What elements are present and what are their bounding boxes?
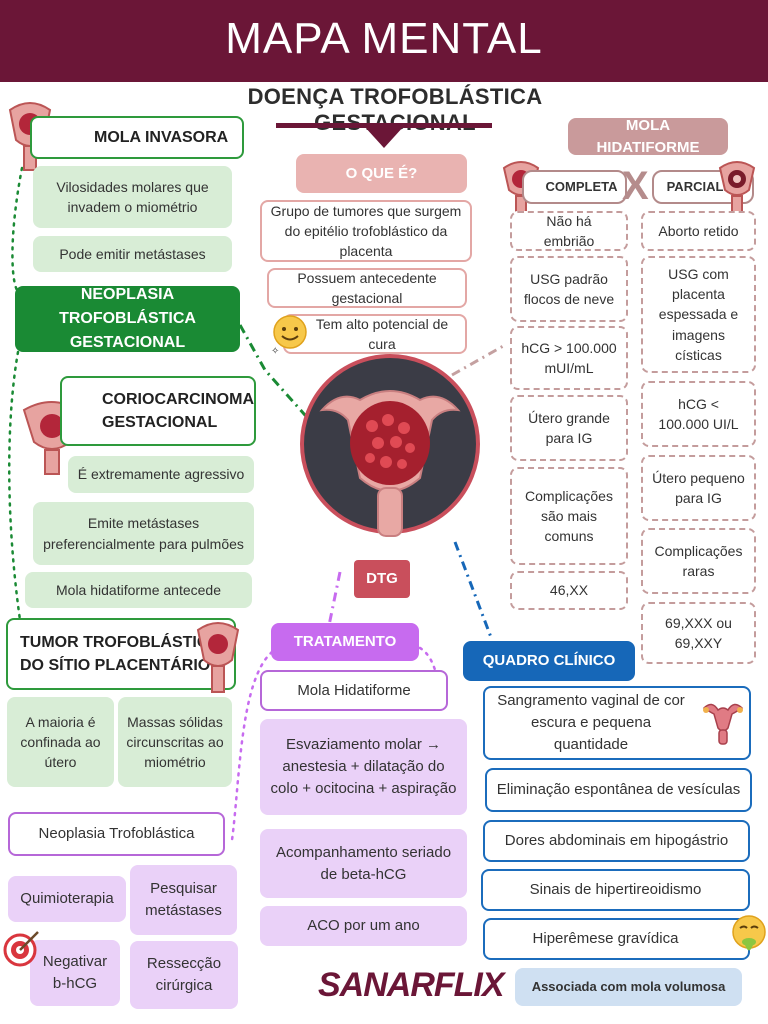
parcial-item: hCG < 100.000 UI/L [641, 381, 756, 447]
completa-item: Útero grande para IG [510, 395, 628, 461]
mola-invasora-item: Vilosidades molares que invadem o miomét… [33, 166, 232, 228]
tumor-sitio-item: A maioria é confinada ao útero [7, 697, 114, 787]
sanarflix-logo: SANARFLIX [318, 966, 505, 1004]
uterus-icon [196, 622, 240, 693]
quadro-clinico-item: Sangramento vaginal de cor escura e pequ… [483, 686, 751, 760]
page-subtitle: DOENÇA TROFOBLÁSTICA GESTACIONAL [247, 84, 543, 135]
down-arrow-icon [364, 126, 404, 148]
mola-invasora-item: Pode emitir metástases [33, 236, 232, 272]
dtg-label: DTG [354, 560, 410, 598]
coriocarcinoma-item: Emite metástases preferencialmente para … [33, 502, 254, 565]
x-separator: X [622, 164, 649, 208]
nauseated-face-icon [732, 915, 766, 951]
completa-item: Não há embrião [510, 211, 628, 251]
tratamento-item: Acompanhamento seriado de beta-hCG [260, 829, 467, 898]
neoplasia-banner: NEOPLASIA TROFOBLÁSTICA GESTACIONAL [15, 286, 240, 352]
coriocarcinoma-item: É extremamente agressivo [68, 456, 254, 493]
page-title: MAPA MENTAL [225, 14, 543, 63]
target-icon [3, 931, 39, 967]
quadro-clinico-note: Associada com mola volumosa [515, 968, 742, 1006]
tratamento-neoplasia-item: Pesquisar metástases [130, 865, 237, 935]
tratamento-neoplasia-item: Quimioterapia [8, 876, 126, 922]
o-que-e-item: Possuem antecedente gestacional [267, 268, 467, 308]
smiley-icon: ✧ [271, 315, 307, 356]
quadro-clinico-title: QUADRO CLÍNICO [463, 641, 635, 681]
quadro-clinico-item: Sinais de hipertireoidismo [481, 869, 750, 911]
tratamento-title: TRATAMENTO [271, 623, 419, 661]
parcial-item: Complicações raras [641, 528, 756, 594]
parcial-item: USG com placenta espessada e imagens cís… [641, 256, 756, 373]
quadro-clinico-item: Dores abdominais em hipogástrio [483, 820, 750, 862]
tumor-sitio-item: Massas sólidas circunscritas ao miométri… [118, 697, 232, 787]
coriocarcinoma-item: Mola hidatiforme antecede [25, 572, 252, 608]
parcial-item: Útero pequeno para IG [641, 455, 756, 521]
completa-item: USG padrão flocos de neve [510, 256, 628, 322]
tratamento-neoplasia-item: Negativar b-hCG [30, 940, 120, 1006]
parcial-item: Aborto retido [641, 211, 756, 251]
o-que-e-title: O QUE É? [296, 154, 467, 193]
tratamento-item: ACO por um ano [260, 906, 467, 946]
parcial-item: 69,XXX ou 69,XXY [641, 602, 756, 664]
completa-label: COMPLETA [522, 170, 627, 204]
uterus-organs-icon [702, 703, 744, 745]
tratamento-item: Esvaziamento molar → anestesia + dilataç… [260, 719, 467, 815]
tratamento-neoplasia-item: Ressecção cirúrgica [130, 941, 238, 1009]
subtitle-underline [276, 123, 492, 128]
o-que-e-item: Grupo de tumores que surgem do epitélio … [260, 200, 472, 262]
header-bar [0, 0, 768, 82]
dtg-uterus-illustration [300, 354, 480, 537]
quadro-clinico-item: Hiperêmese gravídica [483, 918, 750, 960]
mola-invasora-title: MOLA INVASORA [30, 116, 244, 159]
completa-item: 46,XX [510, 571, 628, 610]
tratamento-mola-label: Mola Hidatiforme [260, 670, 448, 711]
tratamento-neoplasia-label: Neoplasia Trofoblástica [8, 812, 225, 856]
coriocarcinoma-title: CORIOCARCINOMA GESTACIONAL [60, 376, 256, 446]
mola-hidatiforme-title: MOLA HIDATIFORME [568, 117, 728, 156]
uterus-embryo-icon [718, 161, 756, 215]
svg-text:✧: ✧ [271, 346, 279, 356]
completa-item: Complicações são mais comuns [510, 467, 628, 565]
completa-item: hCG > 100.000 mUI/mL [510, 326, 628, 390]
quadro-clinico-item: Eliminação espontânea de vesículas [485, 768, 752, 812]
